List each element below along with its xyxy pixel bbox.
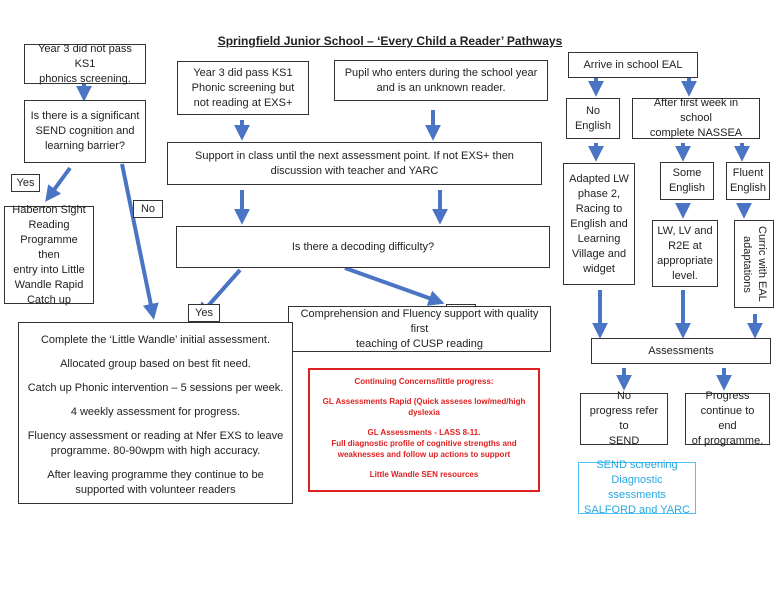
node-comprehension: Comprehension and Fluency support with q… [288, 306, 551, 352]
little-wandle-box: Complete the ‘Little Wandle’ initial ass… [18, 322, 293, 504]
node-assessments: Assessments [591, 338, 771, 364]
concern-heading: Continuing Concerns/little progress: [354, 377, 494, 386]
arrow-send-yes [45, 166, 72, 202]
concern-gl-lass: GL Assessments - LASS 8-11. Full diagnos… [331, 428, 517, 459]
node-send-question: Is there is a significant SEND cognition… [24, 100, 146, 163]
node-progress: Progress continue to end of programme. [685, 390, 770, 447]
node-some-english: Some English [660, 162, 714, 200]
node-haberton: Haberton Sight Reading Programme then en… [4, 204, 94, 306]
node-lw-lv-r2e: LW, LV and R2E at appropriate level. [652, 220, 718, 287]
label-yes-decoding: Yes [188, 304, 220, 322]
arrow-send-no [120, 163, 159, 320]
node-support-in-class: Support in class until the next assessme… [167, 142, 542, 185]
concern-gl-rapid: GL Assessments Rapid (Quick asseses low/… [322, 397, 526, 417]
lw-item-6: After leaving programme they continue to… [47, 469, 264, 496]
node-y3-pass: Year 3 did pass KS1 Phonic screening but… [177, 61, 309, 115]
diagram-title: Springfield Junior School – ‘Every Child… [217, 34, 563, 48]
node-no-progress: No progress refer to SEND [580, 390, 668, 447]
node-curric-eal: Curric with EAL adaptations [734, 220, 774, 308]
node-adapted-lw: Adapted LW phase 2, Racing to English an… [563, 163, 635, 285]
node-arrive-eal: Arrive in school EAL [568, 52, 698, 78]
node-fluent-english: Fluent English [726, 162, 770, 200]
continuing-concerns-box: Continuing Concerns/little progress: GL … [308, 368, 540, 492]
arrow-decoding-no [344, 266, 445, 306]
lw-item-2: Allocated group based on best fit need. [60, 358, 251, 370]
concern-lw-sen: Little Wandle SEN resources [369, 470, 479, 479]
lw-item-3: Catch up Phonic intervention – 5 session… [27, 382, 284, 394]
node-decoding-question: Is there a decoding difficulty? [176, 226, 550, 268]
send-screening-box: SEND screening Diagnostic ssessments SAL… [578, 459, 696, 516]
node-after-first-week: After first week in school complete NASS… [632, 97, 760, 139]
lw-item-5: Fluency assessment or reading at Nfer EX… [27, 430, 284, 457]
node-unknown-reader: Pupil who enters during the school year … [334, 60, 548, 101]
node-y3-not-pass: Year 3 did not pass KS1 phonics screenin… [24, 43, 146, 85]
label-no-send: No [133, 200, 163, 218]
lw-item-1: Complete the ‘Little Wandle’ initial ass… [40, 334, 271, 346]
label-yes-send: Yes [11, 174, 40, 192]
lw-item-4: 4 weekly assessment for progress. [70, 406, 241, 418]
node-no-english: No English [566, 98, 620, 139]
